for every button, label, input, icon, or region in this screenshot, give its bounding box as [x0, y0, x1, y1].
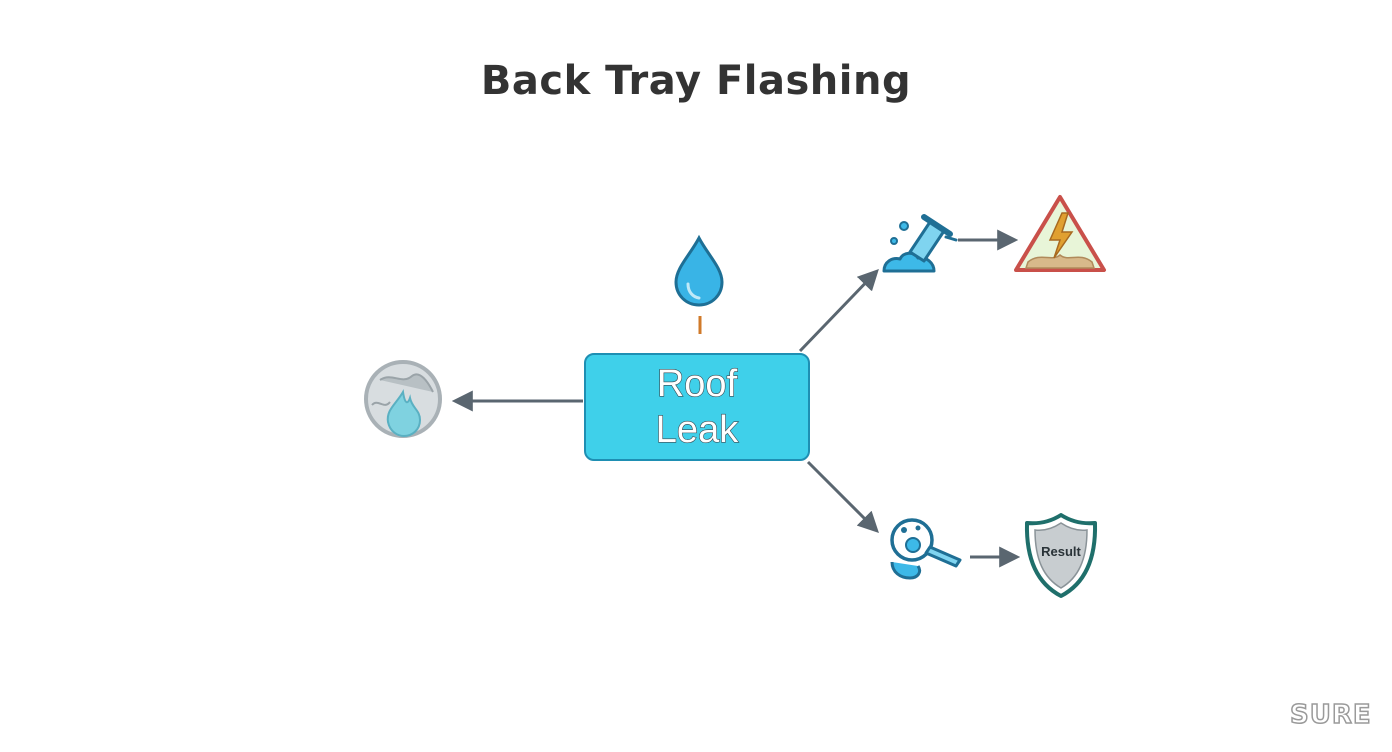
cleaning-tool-icon: [882, 214, 958, 273]
arrow-to-bottom-right: [806, 460, 879, 533]
roof-leak-node: Roof Leak: [584, 353, 810, 461]
warning-lightning-icon: [1014, 195, 1106, 272]
fire-globe-icon: [364, 360, 442, 438]
watermark-logo: SURE: [1289, 699, 1372, 731]
page-title: Back Tray Flashing: [480, 58, 912, 104]
inspection-tool-icon: [890, 518, 962, 580]
roof-leak-label: Roof Leak: [655, 362, 739, 451]
water-drop-icon: [674, 234, 724, 307]
shield-icon: Result: [1024, 513, 1098, 598]
arrow-to-top-right: [798, 268, 879, 353]
shield-label: Result: [1041, 544, 1081, 559]
